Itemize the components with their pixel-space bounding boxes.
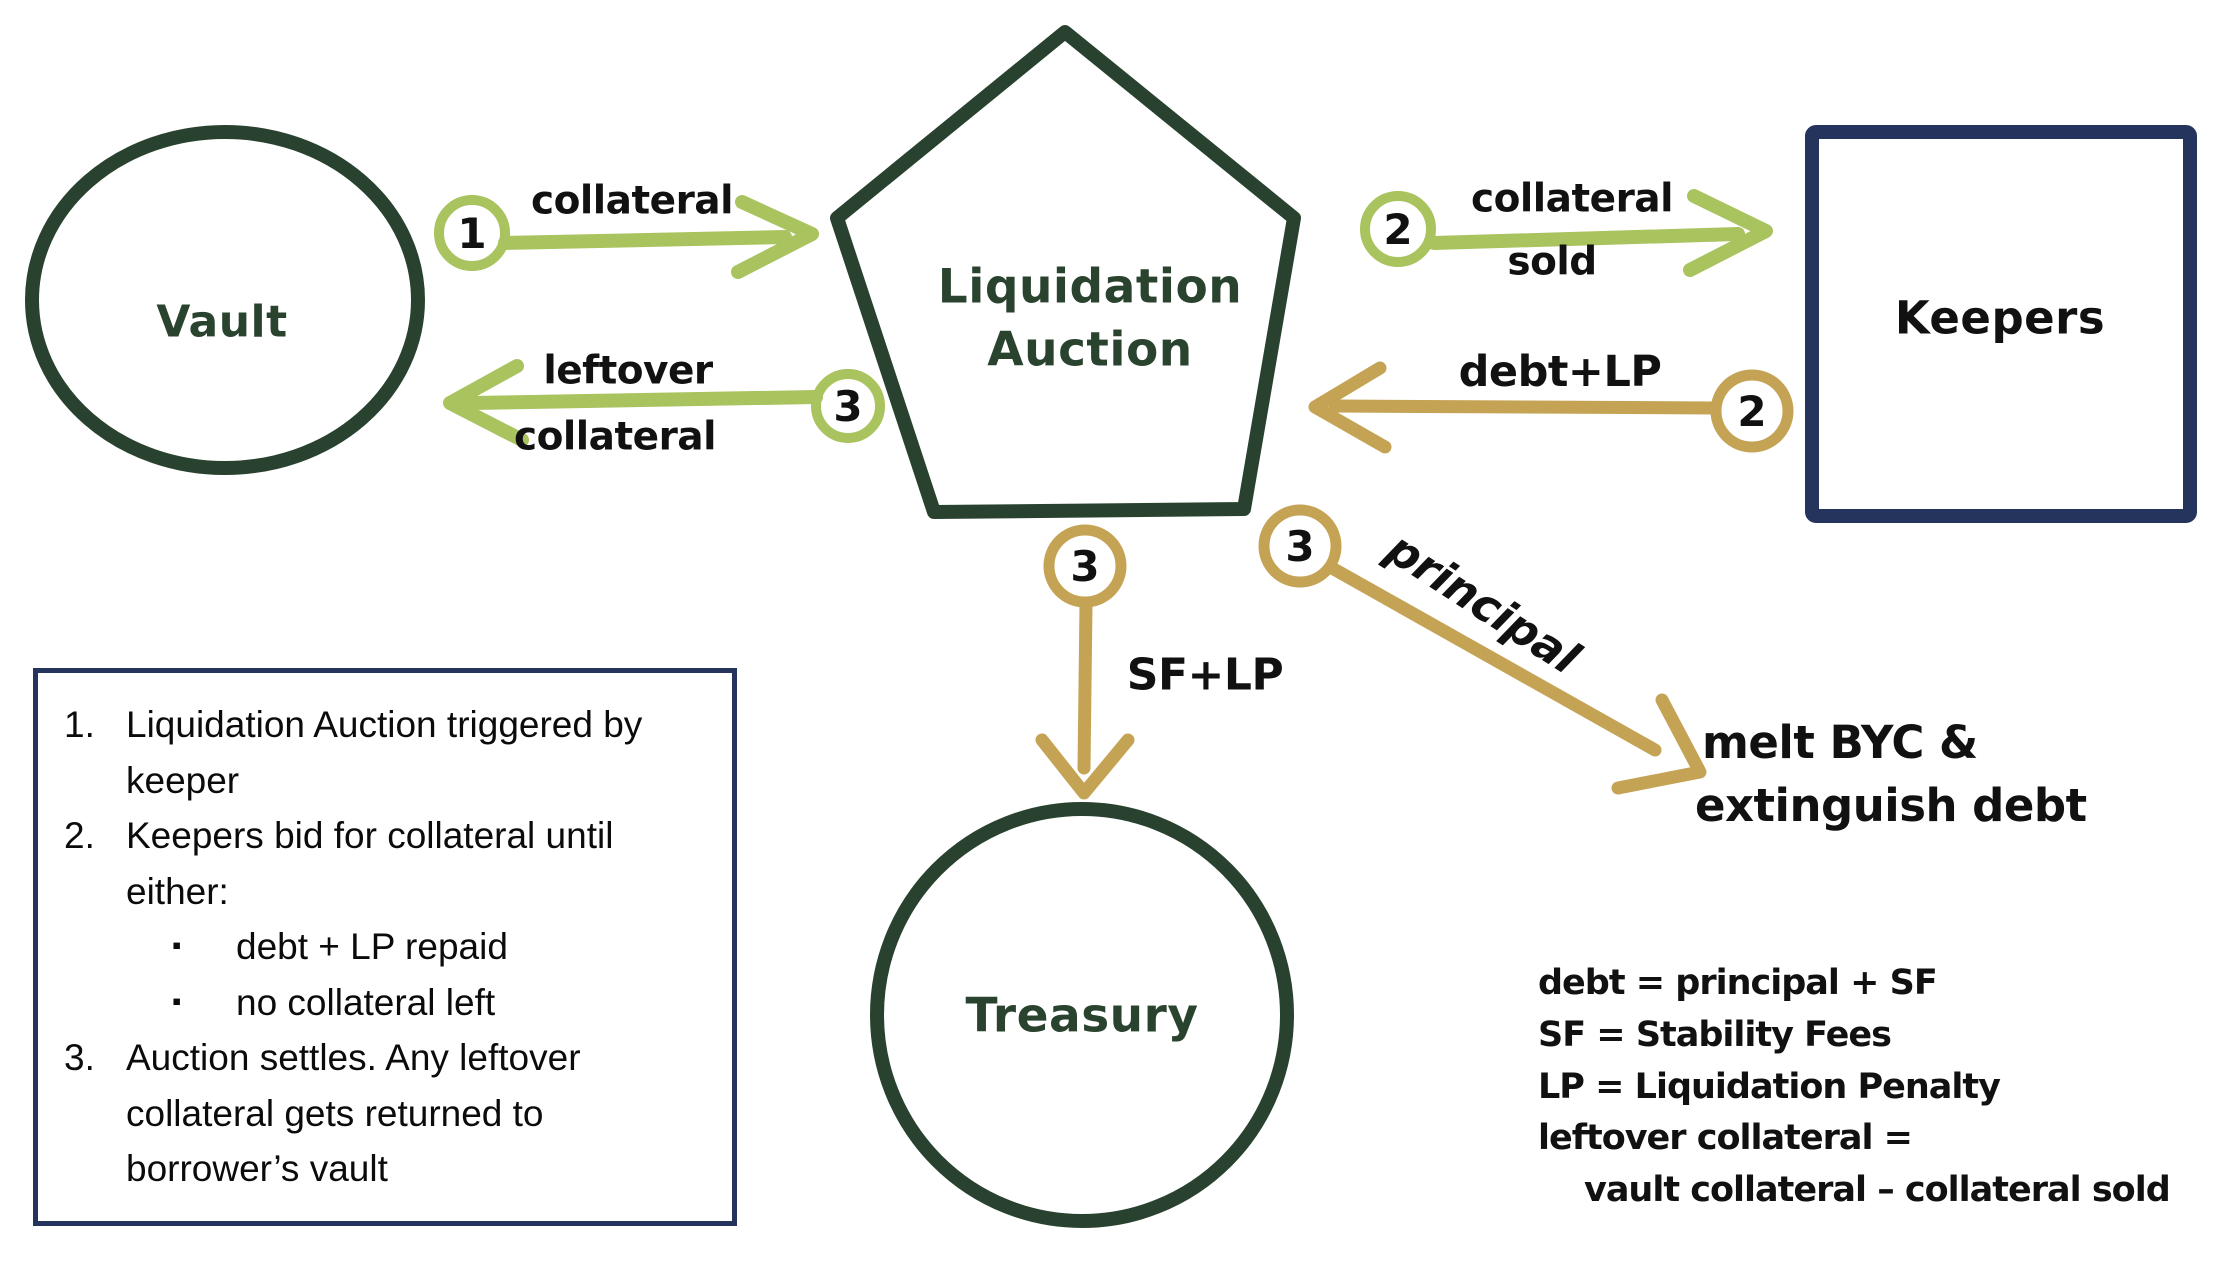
collateral-sold-arrow <box>1360 189 1773 277</box>
steps-legend-box: 1. Liquidation Auction triggered by keep… <box>33 668 737 1226</box>
leftover-collateral-label-line1: leftover <box>543 348 713 394</box>
leftover-collateral-label-line2: collateral <box>514 414 716 460</box>
melt-byc-text-line2: extinguish debt <box>1695 779 2087 832</box>
liquidation-auction-pentagon <box>830 25 1301 519</box>
keepers-square <box>1805 125 2197 523</box>
legend-item-1: 1. Liquidation Auction triggered by keep… <box>64 697 712 808</box>
debt-lp-label: debt+LP <box>1458 347 1662 397</box>
step-number-2-sold: 2 <box>1383 205 1413 254</box>
step-3-leftover-ring <box>811 369 885 443</box>
step-number-2-debt: 2 <box>1737 387 1767 436</box>
square-bullet-icon: ▪ <box>172 985 182 1016</box>
collateral-sold-label-line1: collateral <box>1471 176 1673 222</box>
sf-lp-label: SF+LP <box>1126 649 1284 701</box>
legend-item-2-text: Keepers bid for collateral until either: <box>126 815 614 912</box>
principal-arrow <box>1258 504 1707 795</box>
legend-sub-bullet-2-text: no collateral left <box>236 981 496 1023</box>
definitions-block: debt = principal + SF SF = Stability Fee… <box>1538 958 2171 1217</box>
definition-debt: debt = principal + SF <box>1538 963 1938 1003</box>
legend-sub-bullet-1: ▪ debt + LP repaid <box>64 919 712 975</box>
debt-lp-arrow <box>1308 361 1794 454</box>
step-number-3-principal: 3 <box>1285 522 1315 571</box>
step-number-3-sflp: 3 <box>1070 542 1100 591</box>
leftover-collateral-arrow <box>443 359 885 447</box>
legend-item-3: 3. Auction settles. Any leftover collate… <box>64 1030 712 1197</box>
legend-item-3-text: Auction settles. Any leftover collateral… <box>126 1037 581 1189</box>
legend-item-1-number: 1. <box>64 704 95 745</box>
auction-label-line1: Liquidation <box>937 259 1243 315</box>
definition-leftover-collateral: leftover collateral = <box>1538 1118 1913 1159</box>
vault-circle <box>25 125 425 475</box>
collateral-sold-label-line2: sold <box>1507 239 1597 285</box>
step-3-principal-ring <box>1258 504 1342 588</box>
definition-leftover-collateral-formula: vault collateral – collateral sold <box>1584 1170 2171 1211</box>
step-3-sflp-ring <box>1043 524 1127 608</box>
treasury-label: Treasury <box>965 988 1199 1044</box>
collateral-arrow-label: collateral <box>531 178 733 224</box>
definition-lp: LP = Liquidation Penalty <box>1538 1066 2001 1107</box>
collateral-arrow <box>434 195 819 279</box>
legend-item-1-text: Liquidation Auction triggered by keeper <box>126 704 643 801</box>
legend-sub-bullet-2: ▪ no collateral left <box>64 975 712 1031</box>
step-number-1: 1 <box>457 209 487 258</box>
treasury-circle <box>870 802 1294 1228</box>
legend-sub-bullet-1-text: debt + LP repaid <box>236 926 508 967</box>
step-2-debt-ring <box>1710 369 1794 453</box>
legend-item-3-number: 3. <box>64 1037 95 1078</box>
melt-byc-text-line1: melt BYC & <box>1702 716 1978 769</box>
step-1-ring <box>434 195 510 271</box>
auction-label-line2: Auction <box>987 322 1193 378</box>
square-bullet-icon: ▪ <box>172 930 182 960</box>
legend-item-2-number: 2. <box>64 815 95 856</box>
legend-item-2: 2. Keepers bid for collateral until eith… <box>64 808 712 919</box>
sf-lp-arrow <box>1035 524 1135 800</box>
definition-sf: SF = Stability Fees <box>1538 1014 1892 1055</box>
vault-label: Vault <box>156 296 288 348</box>
keepers-label: Keepers <box>1894 291 2106 345</box>
step-2-sold-ring <box>1360 191 1436 267</box>
step-number-3-leftover: 3 <box>833 382 863 431</box>
